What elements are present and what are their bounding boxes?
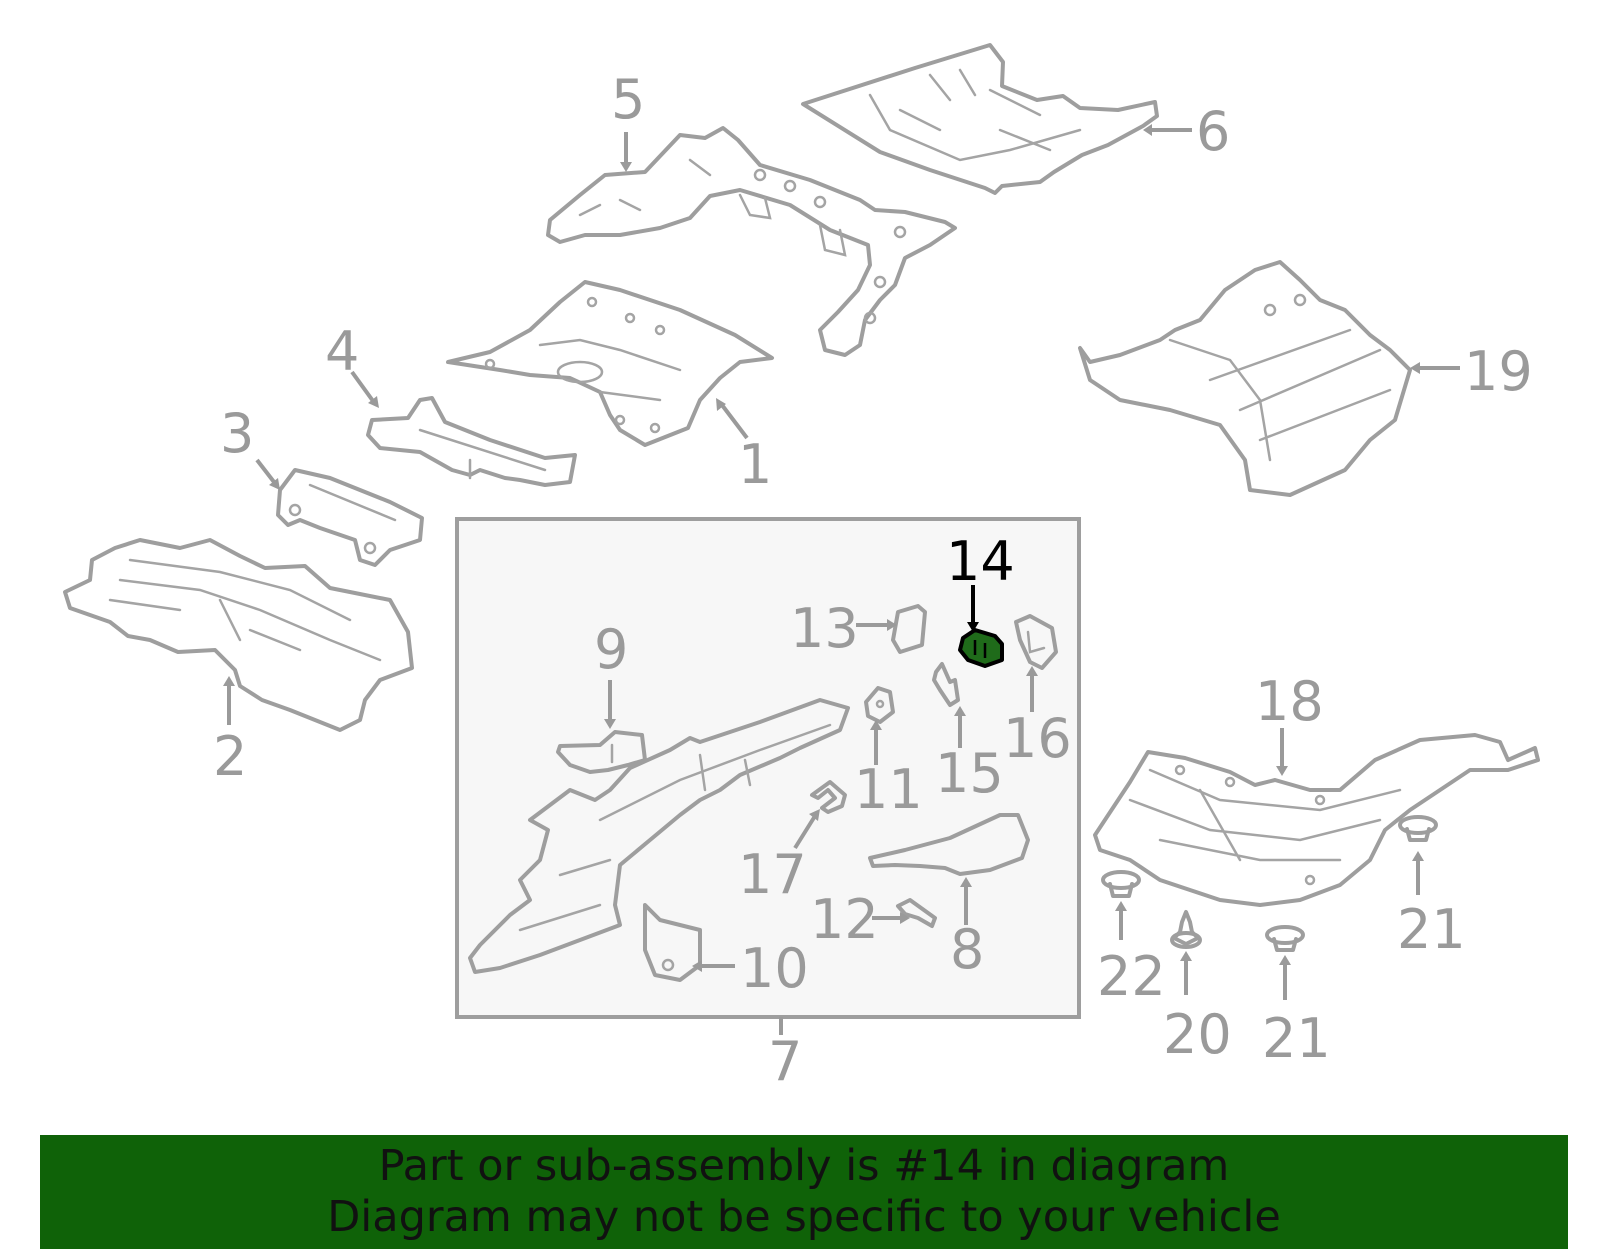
label-15: 15 [935, 742, 1004, 805]
part-15-bracket[interactable] [932, 662, 960, 707]
label-4: 4 [325, 320, 359, 383]
arrow-21-right [1412, 851, 1424, 861]
label-8: 8 [950, 918, 984, 981]
arrow-4 [368, 396, 379, 408]
arrow-18 [1276, 766, 1288, 776]
part-16-bracket[interactable] [1014, 614, 1058, 670]
label-9: 9 [594, 618, 628, 681]
leader-17 [793, 814, 817, 850]
arrow-11 [870, 720, 882, 730]
info-banner: Part or sub-assembly is #14 in diagram D… [40, 1135, 1568, 1249]
label-20: 20 [1163, 1003, 1232, 1066]
part-1-floor-pan[interactable] [446, 280, 774, 447]
arrow-17 [809, 809, 820, 821]
arrow-20 [1180, 951, 1192, 961]
label-17: 17 [738, 843, 807, 906]
part-18-under-shield[interactable] [1093, 733, 1540, 907]
label-2: 2 [213, 725, 247, 788]
part-13-bracket[interactable] [891, 604, 927, 654]
label-11: 11 [854, 758, 923, 821]
label-19: 19 [1464, 340, 1533, 403]
part-21-clip-lower[interactable] [1265, 925, 1305, 952]
leader-3 [255, 458, 276, 484]
part-6-rear-floor-pan[interactable] [801, 43, 1159, 195]
part-9-bracket[interactable] [556, 730, 647, 774]
arrow-13 [887, 619, 897, 631]
arrow-21-lower [1279, 955, 1291, 965]
part-22-clip[interactable] [1101, 870, 1141, 898]
label-5: 5 [611, 68, 645, 131]
part-21-clip-right[interactable] [1398, 815, 1438, 842]
part-8-bracket[interactable] [868, 813, 1030, 876]
part-19-under-cover[interactable] [1078, 260, 1412, 497]
part-12-bracket[interactable] [896, 898, 937, 928]
label-3: 3 [220, 402, 254, 465]
arrow-16 [1026, 666, 1038, 676]
arrow-1 [716, 398, 726, 411]
part-2-front-floor-pan[interactable] [63, 538, 414, 732]
arrow-12 [900, 912, 910, 924]
part-3-bracket[interactable] [276, 468, 424, 567]
arrow-22 [1115, 901, 1127, 911]
part-11-bracket[interactable] [864, 686, 895, 724]
label-21-right: 21 [1397, 898, 1466, 961]
part-7-side-frame[interactable] [468, 698, 850, 974]
label-7: 7 [768, 1030, 802, 1093]
label-14: 14 [946, 530, 1015, 593]
arrow-8 [960, 877, 972, 887]
arrow-2 [223, 676, 235, 686]
label-21-lower: 21 [1262, 1007, 1331, 1070]
label-12: 12 [810, 888, 879, 951]
part-20-push-clip[interactable] [1170, 910, 1202, 949]
arrow-19 [1410, 362, 1420, 374]
arrow-9 [604, 719, 616, 729]
banner-line-1: Part or sub-assembly is #14 in diagram [378, 1141, 1230, 1191]
arrow-14 [967, 622, 979, 632]
label-16: 16 [1003, 707, 1072, 770]
banner-line-2: Diagram may not be specific to your vehi… [327, 1192, 1281, 1242]
part-17-bracket[interactable] [810, 780, 847, 814]
part-4-crossmember[interactable] [366, 396, 577, 487]
label-18: 18 [1255, 670, 1324, 733]
label-1: 1 [738, 433, 772, 496]
leader-4 [350, 370, 375, 403]
part-14-highlighted[interactable] [958, 628, 1004, 668]
part-5-rear-crossmember[interactable] [546, 126, 957, 357]
label-10: 10 [740, 937, 809, 1000]
arrow-15 [954, 706, 966, 716]
leader-1 [720, 403, 749, 440]
arrow-6 [1143, 124, 1152, 136]
part-10-bracket[interactable] [643, 903, 702, 982]
label-22: 22 [1097, 945, 1166, 1008]
assembly-7-group-box [455, 517, 1081, 1019]
label-6: 6 [1196, 100, 1230, 163]
arrow-10 [692, 960, 702, 972]
arrow-3 [269, 478, 280, 490]
arrow-5 [620, 162, 632, 172]
label-13: 13 [790, 597, 859, 660]
